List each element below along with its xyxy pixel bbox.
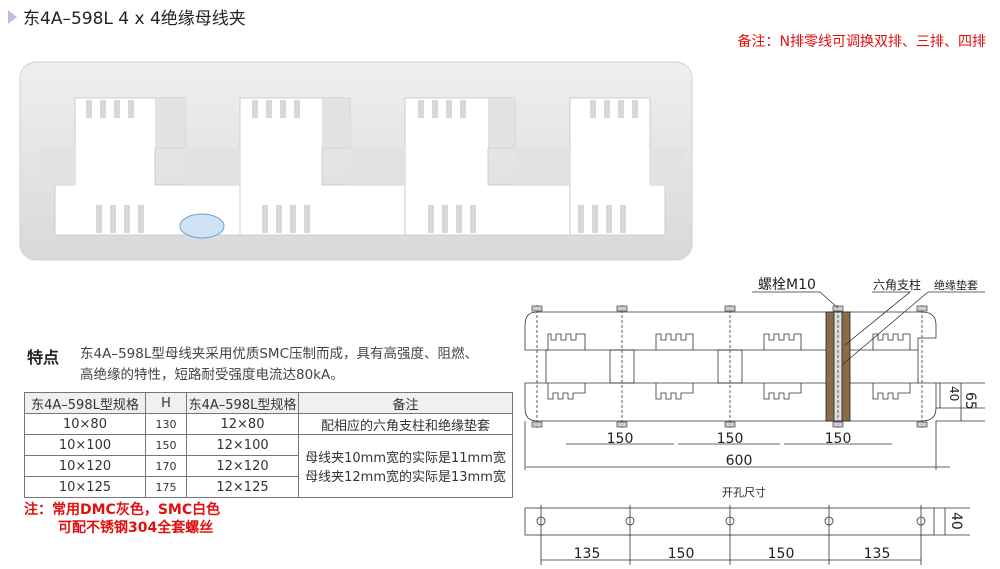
table-header-row: 东4A–598L型规格 H 东4A–598L型规格 备注 [24, 392, 513, 414]
features-text: 东4A–598L型母线夹采用优质SMC压制而成，具有高强度、阻燃、 高绝缘的特性… [80, 344, 478, 386]
features-line-1: 东4A–598L型母线夹采用优质SMC压制而成，具有高强度、阻燃、 [80, 346, 479, 362]
clamp-windows [546, 333, 911, 400]
col-header: 东4A–598L型规格 [24, 392, 146, 414]
callout-bolt: 螺栓M10 [758, 277, 816, 293]
callout-insulating-sleeve: 绝缘垫套 [934, 278, 978, 292]
product-photo [19, 61, 693, 261]
hole-dimension-title: 开孔尺寸 [722, 485, 766, 499]
dim-65: 65 [962, 392, 978, 410]
cell: 12×125 [186, 476, 299, 498]
dim-40: 40 [947, 386, 961, 401]
note-line-2: 可配不锈钢304全套螺丝 [58, 520, 214, 536]
dim-600: 600 [726, 453, 753, 469]
hole-dim: 150 [668, 546, 695, 562]
hole-dim: 135 [574, 546, 601, 562]
dim-150: 150 [717, 431, 744, 447]
features-heading: 特点 [27, 348, 60, 367]
col-header: 备注 [298, 392, 513, 414]
page-title: 东4A–598L 4 x 4绝缘母线夹 [8, 4, 246, 29]
red-note: 注：常用DMC灰色，SMC白色 可配不锈钢304全套螺丝 [24, 501, 220, 537]
col-header: H [145, 392, 187, 414]
table-row: 10×120 170 12×120 [24, 455, 513, 477]
callout-hex-pillar: 六角支柱 [873, 277, 921, 292]
table-row: 10×100 150 12×100 母线夹10mm宽的实际是11mm宽 母线夹1… [24, 434, 513, 498]
product-label-sticker [179, 213, 225, 239]
spec-table: 东4A–598L型规格 H 东4A–598L型规格 备注 10×80 130 1… [24, 392, 513, 498]
remark-line: 母线夹12mm宽的实际是13mm宽 [305, 470, 506, 485]
bolt-heads [531, 305, 928, 428]
dim-150: 150 [607, 431, 634, 447]
dim-150: 150 [825, 431, 852, 447]
cell: 10×125 [24, 476, 146, 498]
centerlines [536, 305, 923, 428]
hole-height-dim: 40 [948, 512, 964, 530]
merged-remark-cell: 母线夹10mm宽的实际是11mm宽 母线夹12mm宽的实际是13mm宽 [298, 434, 513, 498]
mounting-holes [536, 516, 926, 526]
remark-line: 母线夹10mm宽的实际是11mm宽 [305, 451, 506, 466]
clamp-outline [524, 311, 937, 422]
title-text: 东4A–598L 4 x 4绝缘母线夹 [23, 9, 246, 29]
header-remark: 备注：N排零线可调换双排、三排、四排 [737, 34, 986, 50]
triangle-bullet-icon [8, 9, 17, 24]
features-line-2: 高绝缘的特性，短路耐受强度电流达80kA。 [80, 367, 344, 383]
callout-leaders [752, 291, 985, 366]
hole-dim: 135 [864, 546, 891, 562]
dimension-lines [524, 382, 985, 565]
note-line-1: 注：常用DMC灰色，SMC白色 [24, 502, 221, 518]
cell: 12×100 [186, 434, 299, 456]
table-row: 10×125 175 12×125 [24, 476, 513, 498]
hole-dim: 150 [768, 546, 795, 562]
